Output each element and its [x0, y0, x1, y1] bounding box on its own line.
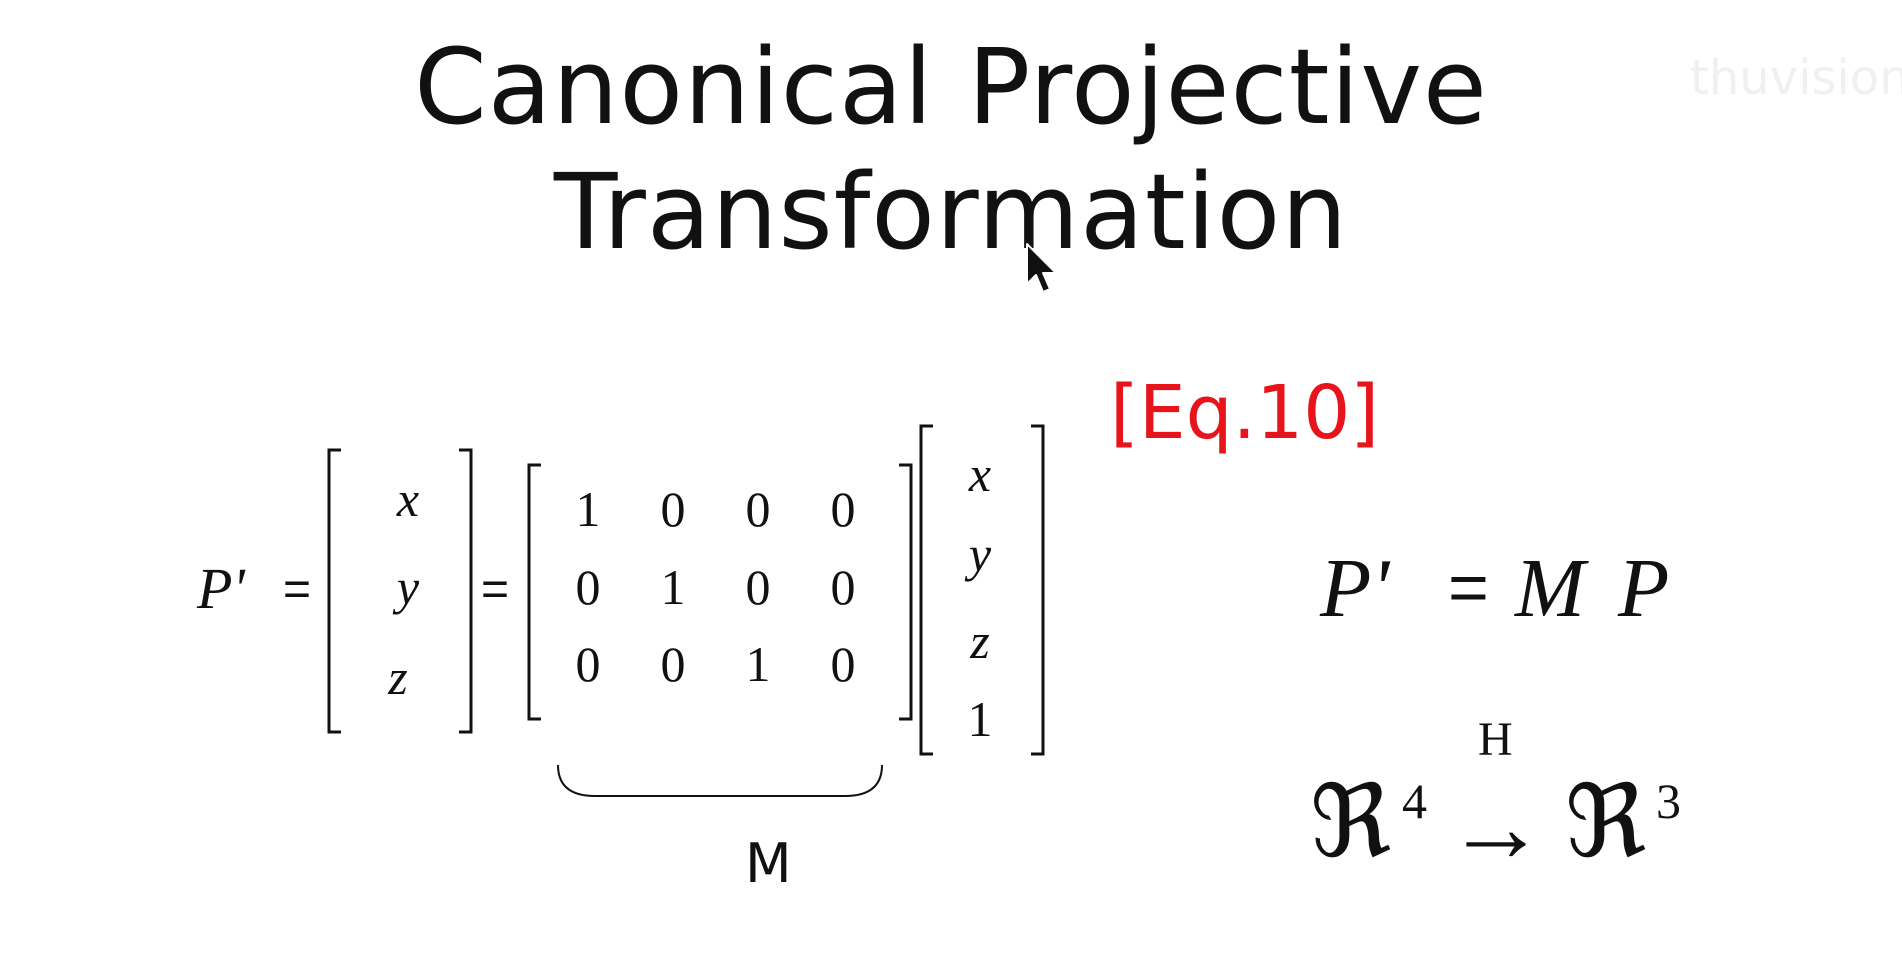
matrix-cell: 0 — [830, 636, 856, 692]
matrix-cell: 0 — [830, 559, 856, 615]
matrix-cell: 0 — [745, 481, 771, 537]
rhs-vector-x: x — [968, 446, 992, 502]
matrix-cell: 1 — [660, 559, 686, 615]
arrow: → — [1446, 772, 1546, 883]
lhs-p-prime: P' — [197, 556, 245, 621]
equals-sign-1: = — [283, 563, 312, 616]
matrix-cell: 0 — [575, 636, 601, 692]
rhs-vector-one: 1 — [967, 691, 993, 747]
matrix-underbrace — [557, 764, 883, 797]
codomain-symbol: ℜ — [1565, 767, 1647, 878]
compact-equals-sign: = — [1448, 548, 1489, 626]
lhs-vector-z: z — [388, 649, 408, 705]
matrix-cell: 0 — [745, 559, 771, 615]
lhs-vector-brackets — [327, 448, 473, 734]
arrow-label-h: H — [1478, 713, 1513, 766]
equation-reference: [Eq.10] — [1110, 370, 1380, 456]
slide-title-line-1: Canonical Projective — [414, 26, 1488, 148]
compact-lhs-p-prime: P' — [1320, 542, 1390, 635]
slide-title-line-2: Transformation — [553, 151, 1349, 273]
domain-symbol: ℜ — [1310, 767, 1392, 878]
matrix-label-m: M — [745, 832, 792, 895]
rhs-vector-brackets — [919, 424, 1045, 756]
matrix-cell: 1 — [575, 481, 601, 537]
matrix-cell: 0 — [830, 481, 856, 537]
matrix-cell: 0 — [660, 481, 686, 537]
matrix-cell: 0 — [660, 636, 686, 692]
rhs-vector-z: z — [970, 613, 990, 669]
codomain-exponent: 3 — [1656, 773, 1681, 829]
matrix-cell: 0 — [575, 559, 601, 615]
compact-vector-p: P — [1618, 542, 1670, 635]
compact-matrix-m: M — [1515, 542, 1585, 635]
matrix-cell: 1 — [745, 636, 771, 692]
equals-sign-2: = — [481, 563, 510, 616]
domain-exponent: 4 — [1402, 773, 1427, 829]
rhs-vector-y: y — [968, 526, 992, 582]
watermark: thuvision — [1690, 50, 1902, 106]
lhs-vector-y: y — [396, 559, 420, 615]
lhs-vector-x: x — [396, 471, 420, 527]
matrix-brackets — [527, 463, 913, 721]
mouse-cursor-icon — [1026, 243, 1057, 293]
